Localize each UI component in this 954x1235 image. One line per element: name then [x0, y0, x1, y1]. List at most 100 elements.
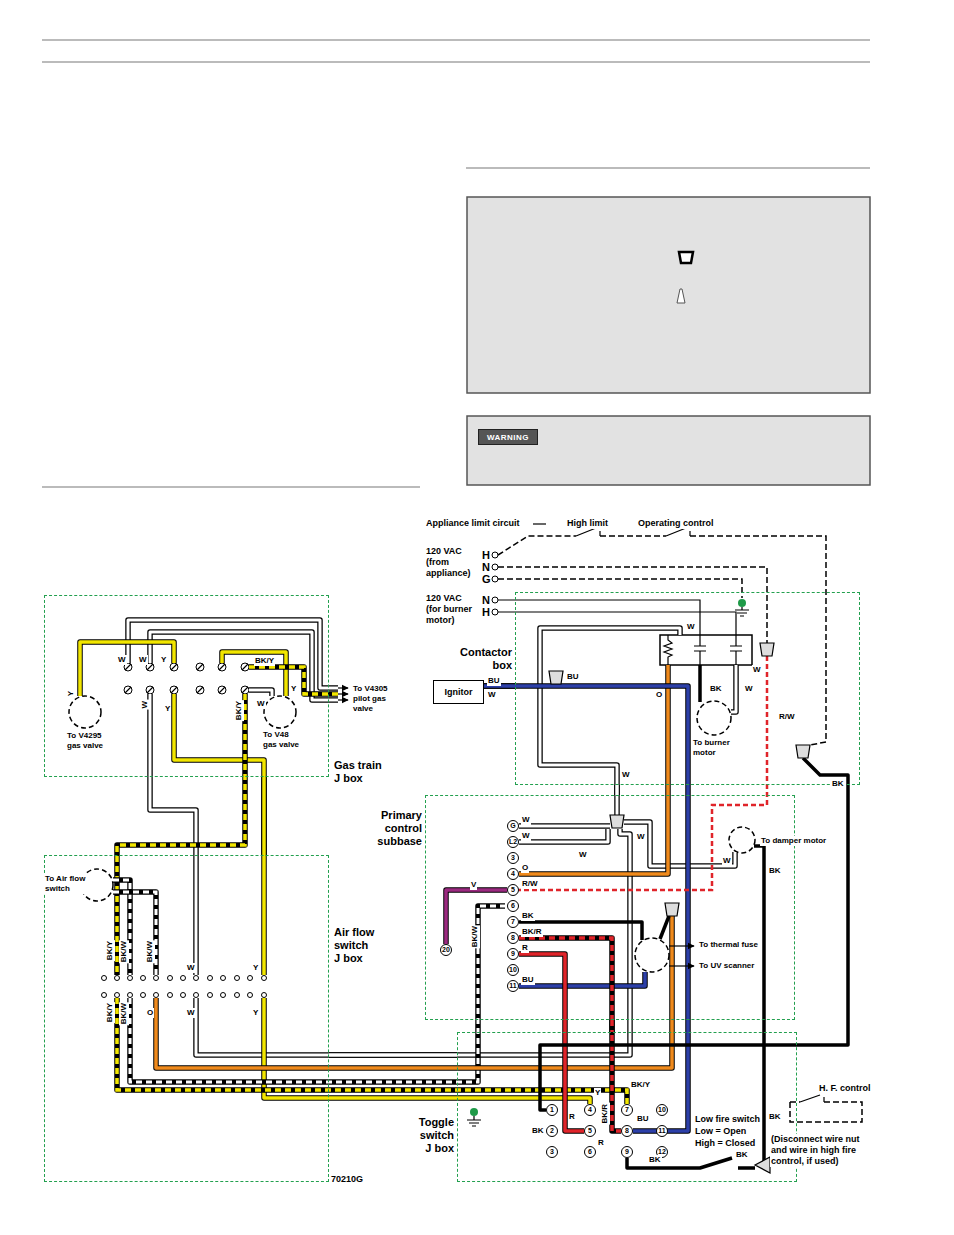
- terminal-number: G: [507, 820, 519, 832]
- wire: [117, 694, 245, 975]
- terminal-number: 3: [507, 852, 519, 864]
- wire: [117, 998, 627, 1104]
- note-text: Low fire switch: [694, 1114, 761, 1125]
- wire-label: BK: [648, 1155, 662, 1165]
- page-rule: [42, 40, 870, 487]
- wire: [249, 667, 338, 694]
- wire-label: Y: [594, 1088, 601, 1098]
- note-text: Low = Open: [694, 1126, 747, 1137]
- terminal-number: 8: [621, 1125, 633, 1137]
- wire-connector: [617, 785, 618, 795]
- wire: [540, 628, 680, 815]
- wire-label: BK/Y: [254, 656, 275, 666]
- wire-label: Y: [66, 690, 76, 697]
- ground-symbol: [470, 1108, 478, 1116]
- device-circle: [635, 938, 669, 972]
- high-fire-control: [790, 1101, 800, 1103]
- wire-label: To V48 gas valve: [262, 730, 304, 750]
- wire-label: W: [521, 831, 531, 841]
- note-text: N: [482, 594, 490, 606]
- terminal-strip: [168, 976, 173, 981]
- wire: [540, 628, 680, 815]
- wire-connector-line: [609, 1020, 615, 1032]
- wire: [80, 642, 174, 696]
- terminal-number: 1: [546, 1104, 558, 1116]
- note-text: 70210G: [330, 1174, 364, 1185]
- ground-symbol: [735, 607, 749, 616]
- wire-label: W: [521, 815, 531, 825]
- wire-label: BK/W: [470, 925, 480, 948]
- wire: [80, 642, 174, 696]
- contactor-relay: [664, 635, 672, 665]
- box-heading: Contactor box: [454, 646, 512, 672]
- wire-label: W: [487, 690, 497, 700]
- wire-connector-line: [615, 785, 619, 795]
- wire-nut: [760, 643, 774, 656]
- wire: [249, 690, 272, 696]
- wire-label: BK/Y: [630, 1080, 651, 1090]
- terminal-strip: [125, 664, 248, 693]
- wire: [113, 892, 156, 975]
- wire-label: BK/Y: [105, 1002, 115, 1023]
- box-heading: Gas train J box: [334, 759, 386, 785]
- wire-label: W: [686, 622, 696, 632]
- wire-label: BK: [735, 1150, 749, 1160]
- wire-nut: [665, 903, 679, 916]
- control-circuit: [492, 576, 498, 582]
- contactor-relay: [694, 635, 706, 665]
- wire: [519, 829, 608, 842]
- wire: [519, 954, 584, 1131]
- wire-label: W: [578, 850, 588, 860]
- wire-label: W: [752, 665, 762, 675]
- terminal-number: 11: [656, 1125, 668, 1137]
- terminal-strip: [194, 976, 199, 981]
- terminal-strip: [208, 976, 213, 981]
- wire: [519, 938, 621, 1131]
- wire: [174, 694, 264, 975]
- wire-label: Y: [252, 1008, 259, 1018]
- note-text: (Disconnect wire nut and wire in high fi…: [770, 1134, 872, 1167]
- device-circle: [729, 827, 755, 853]
- wire: [117, 694, 245, 975]
- terminal-number: 7: [621, 1104, 633, 1116]
- terminal-number: 6: [507, 900, 519, 912]
- wire-nut: [549, 643, 810, 1173]
- wire-label: Y: [290, 684, 297, 694]
- pointer-arrow: [669, 945, 694, 946]
- wire-label: Y: [160, 655, 167, 665]
- terminal-strip: [141, 993, 146, 998]
- terminal-number: 5: [507, 884, 519, 896]
- wire-label: O: [521, 863, 529, 873]
- wire: [519, 922, 642, 940]
- terminal-number: 10: [656, 1104, 668, 1116]
- note-panel: [467, 416, 870, 485]
- wire-label: Y: [164, 704, 171, 714]
- wire-label: W: [140, 700, 150, 710]
- terminal-number: 3: [546, 1146, 558, 1158]
- pointer-arrow: [533, 523, 546, 524]
- wire-label: To thermal fuse: [698, 940, 759, 950]
- wire: [519, 665, 668, 874]
- control-circuit: [492, 552, 498, 558]
- junction-box-zone: Primary control subbase: [425, 795, 795, 1020]
- device-circle: [697, 701, 731, 735]
- control-circuit: [600, 535, 666, 537]
- wire-label: BU: [566, 672, 580, 682]
- terminal-strip: [102, 976, 107, 981]
- wire-connector-line: [261, 777, 267, 855]
- wire: [117, 998, 627, 1104]
- pointer-arrow: [338, 524, 694, 966]
- wire-label: W: [744, 684, 754, 694]
- wire-label: W: [117, 655, 127, 665]
- ground-symbol: [467, 599, 749, 1126]
- wire-connector: [612, 1020, 613, 1032]
- note-panel: [467, 197, 870, 485]
- junction-box-zone: Air flow switch J box: [44, 855, 329, 1182]
- terminal-strip: [102, 663, 267, 998]
- terminal-number: 2: [546, 1125, 558, 1137]
- wire-label: W: [186, 963, 196, 973]
- control-circuit: [498, 612, 736, 635]
- high-fire-control: [800, 1095, 824, 1102]
- terminal-strip: [262, 993, 267, 998]
- wire: [222, 652, 286, 696]
